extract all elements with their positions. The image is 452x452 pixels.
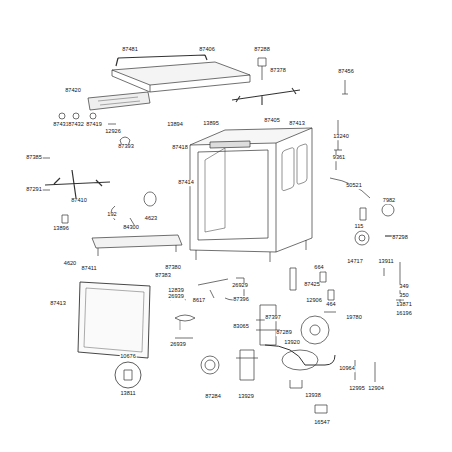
callout-number: 4623 [144,216,157,222]
callout-number: 87284 [205,394,222,400]
callout-number: 13929 [238,394,255,400]
callout-number: 87393 [118,144,135,150]
callout-number: 87419 [86,122,103,128]
callout-number: 13240 [333,134,350,140]
callout-number: 12926 [105,129,122,135]
callout-number: 83065 [233,324,250,330]
callout-number: 19780 [346,315,363,321]
callout-number: 350 [399,293,409,299]
callout-number: 14717 [347,259,364,265]
callout-number: 87413 [50,301,67,307]
callout-number: 87456 [338,69,355,75]
callout-number: 87396 [233,297,250,303]
callout-number: 87385 [26,155,43,161]
callout-number: 87406 [199,47,216,53]
callout-number: 87378 [270,68,287,74]
callout-number: 13895 [203,121,220,127]
callout-number: 9361 [332,155,345,161]
callout-number: 10964 [339,366,356,372]
callout-number: 115 [354,224,364,230]
callout-number: 87298 [392,235,409,241]
callout-number: 12906 [306,298,323,304]
callout-number: 87420 [65,88,82,94]
callout-number: 87383 [155,273,172,279]
callout-number: 87397 [265,315,282,321]
callout-number: 464 [326,302,336,308]
callout-number: 10676 [120,354,137,360]
callout-number: 26939 [170,342,187,348]
callout-number: 87414 [178,180,195,186]
callout-number: 8617 [192,298,205,304]
callout-number: 7982 [382,198,395,204]
callout-number: 87432 [68,122,85,128]
callout-number: 26929 [232,283,249,289]
callout-number: 87291 [26,187,43,193]
callout-number: 13896 [53,226,70,232]
callout-number: 50521 [346,183,363,189]
callout-number: 87418 [172,145,189,151]
callout-number: 87288 [254,47,271,53]
callout-number: 16547 [314,420,331,426]
callout-number: 26939 [168,294,185,300]
callout-number: 12995 [349,386,366,392]
callout-number: 13938 [305,393,322,399]
callout-number: 12904 [368,386,385,392]
callout-number: 13911 [378,259,394,265]
callout-number: 87411 [81,266,97,272]
callout-number: 13871 [396,302,413,308]
callout-number: 87481 [122,47,139,53]
callout-number: 84300 [123,225,140,231]
callout-number: 87413 [289,121,306,127]
callout-number: 13920 [284,340,301,346]
callout-number: 87380 [165,265,182,271]
callout-number: 13894 [167,122,184,128]
callout-number: 4620 [63,261,76,267]
callout-number: 87410 [71,198,88,204]
callout-number: 192 [107,212,117,218]
callout-number: 664 [314,265,324,271]
callout-number: 16196 [396,311,413,317]
callout-number: 349 [399,284,409,290]
callout-number: 13811 [120,391,136,397]
callout-number: 87289 [276,330,293,336]
callout-number: 87425 [304,282,321,288]
callout-number: 12839 [168,288,185,294]
callout-number: 87405 [264,118,281,124]
